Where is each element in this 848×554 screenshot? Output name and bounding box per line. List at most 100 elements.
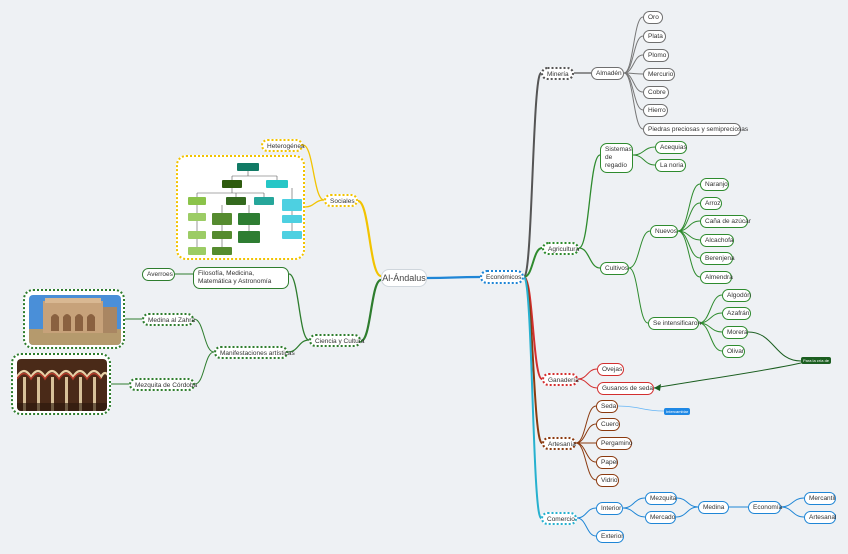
node-ganaderia[interactable]: Ganadería: [542, 373, 579, 386]
edge-artesania-item-4: [575, 442, 597, 481]
node-olivar[interactable]: Olivar: [722, 345, 745, 358]
edge-seda-intercambiar: [617, 405, 665, 412]
edge-economicos-mineria: [523, 72, 542, 278]
medina-zahra-photo: [29, 295, 121, 345]
edge-ganaderia-gusanos: [577, 378, 598, 389]
callout-para-la-cria[interactable]: Para la cría de: [801, 357, 832, 364]
node-mineral-piedras[interactable]: Piedras preciosas y semipreciosas: [643, 123, 748, 136]
node-seda[interactable]: Seda: [596, 400, 618, 413]
root-node[interactable]: Al-Ándalus: [381, 269, 427, 287]
node-filosofia[interactable]: Filosofía, Medicina, Matemática y Astron…: [193, 267, 289, 289]
node-medina-zahra[interactable]: Medina al Zahra: [142, 313, 195, 326]
node-alcachofa[interactable]: Alcachofa: [700, 234, 734, 247]
edge-root-economicos: [426, 275, 481, 280]
social-hierarchy-image[interactable]: [176, 155, 305, 260]
node-averroes[interactable]: Averroes: [142, 268, 175, 281]
node-cuero[interactable]: Cuero: [596, 418, 620, 431]
node-mezquita-cordoba[interactable]: Mezquita de Córdoba: [129, 378, 197, 391]
node-papel[interactable]: Papel: [596, 456, 618, 469]
node-economicos[interactable]: Económicos: [480, 270, 524, 284]
edge-manifestaciones-medina: [193, 318, 215, 353]
node-ovejas[interactable]: Ovejas: [597, 363, 624, 376]
node-mineral-mercurio[interactable]: Mercurio: [643, 68, 675, 81]
node-nuevos[interactable]: Nuevos: [650, 225, 678, 238]
node-artesanal[interactable]: Artesanal: [804, 511, 836, 524]
node-ciencia-cultura[interactable]: Ciencia y Cultura: [309, 334, 365, 347]
node-arroz[interactable]: Arroz: [700, 197, 722, 210]
node-naranjo[interactable]: Naranjo: [700, 178, 729, 191]
edge-almaden-item-6: [623, 72, 644, 130]
edge-intens-item-0: [698, 294, 723, 324]
edge-artesania-item-1: [575, 423, 597, 444]
node-mineria[interactable]: Minería: [541, 67, 574, 80]
node-economia[interactable]: Economía: [748, 501, 782, 514]
edge-regadio-noria: [632, 154, 656, 166]
mezquita-cordoba-photo: [17, 359, 107, 411]
mezquita-cordoba-image[interactable]: [11, 353, 111, 415]
node-mineral-hierro[interactable]: Hierro: [643, 104, 668, 117]
edge-callout-gusanos: [653, 362, 802, 389]
edge-almaden-item-0: [623, 16, 644, 74]
node-mercantil[interactable]: Mercantil: [804, 492, 836, 505]
edge-nuevos-item-0: [677, 183, 701, 232]
node-agricultura[interactable]: Agricultura: [542, 242, 579, 255]
node-medina[interactable]: Medina: [698, 501, 729, 514]
edge-mercado-medina: [675, 506, 699, 518]
edge-comercio-interior: [576, 507, 597, 519]
node-pergamino[interactable]: Pergamino: [596, 437, 632, 450]
node-mineral-oro[interactable]: Oro: [643, 11, 663, 24]
node-exterior[interactable]: Exterior: [596, 530, 624, 543]
tag-intercambiar[interactable]: Intercambiar: [664, 408, 691, 415]
edge-almaden-item-2: [623, 54, 644, 74]
node-vidrio[interactable]: Vidrio: [596, 474, 619, 487]
edge-ciencia-manifestaciones: [287, 339, 310, 353]
node-sistemas-regadio[interactable]: Sistemas de regadío: [600, 143, 633, 173]
edge-economicos-comercio: [523, 276, 542, 519]
edge-nuevos-item-5: [677, 230, 701, 278]
node-almaden[interactable]: Almadén: [591, 67, 624, 80]
node-cana-azucar[interactable]: Caña de azúcar: [700, 215, 751, 228]
edge-almaden-item-1: [623, 35, 644, 74]
node-cultivos[interactable]: Cultivos: [600, 262, 629, 275]
node-acequias[interactable]: Acequias: [655, 141, 687, 154]
edge-sociales-heterogenea: [302, 144, 325, 201]
medina-zahra-image[interactable]: [23, 289, 125, 349]
edge-mezquita-medina: [676, 497, 699, 508]
edge-comercio-exterior: [576, 517, 597, 537]
edge-agricultura-regadio: [578, 154, 601, 249]
node-mineral-plata[interactable]: Plata: [643, 30, 666, 43]
node-interior[interactable]: Interior: [596, 502, 623, 515]
node-la-noria[interactable]: La noria: [655, 159, 686, 172]
node-gusanos-seda[interactable]: Gusanos de seda: [597, 382, 654, 395]
edge-regadio-acequias: [632, 146, 656, 156]
edge-root-ciencia: [360, 278, 382, 343]
edge-root-sociales: [357, 199, 382, 278]
edge-sociales-image: [304, 199, 325, 208]
node-mezquita[interactable]: Mezquita: [645, 492, 677, 505]
node-comercio[interactable]: Comercio: [541, 512, 577, 525]
edge-ganaderia-ovejas: [577, 368, 598, 380]
node-artesania[interactable]: Artesanía: [542, 437, 576, 450]
node-sociales[interactable]: Sociales: [324, 194, 358, 207]
node-manifestaciones[interactable]: Manifestaciones artísticas: [214, 346, 295, 359]
node-se-intensificaron[interactable]: Se intensificaron: [648, 317, 701, 330]
node-morera[interactable]: Morera: [722, 326, 748, 339]
node-heterogenea[interactable]: Heterogénea: [261, 139, 305, 152]
edge-cultivos-intens: [628, 267, 649, 324]
edge-cultivos-nuevos: [628, 230, 651, 269]
edge-artesania-item-0: [575, 405, 597, 444]
node-berenjena[interactable]: Berenjena: [700, 252, 735, 265]
node-mercado[interactable]: Mercado: [645, 511, 676, 524]
node-mineral-plomo[interactable]: Plomo: [643, 49, 669, 62]
edge-interior-mezquita: [622, 497, 646, 509]
node-azafran[interactable]: Azafrán: [722, 307, 751, 320]
edge-nuevos-item-2: [677, 220, 701, 232]
org-chart-diagram: [182, 161, 302, 255]
node-mineral-cobre[interactable]: Cobre: [643, 86, 669, 99]
node-algodon[interactable]: Algodón: [722, 289, 751, 302]
node-almendra[interactable]: Almendra: [700, 271, 733, 284]
edge-intens-item-3: [698, 322, 723, 352]
edge-intens-item-1: [698, 312, 723, 324]
